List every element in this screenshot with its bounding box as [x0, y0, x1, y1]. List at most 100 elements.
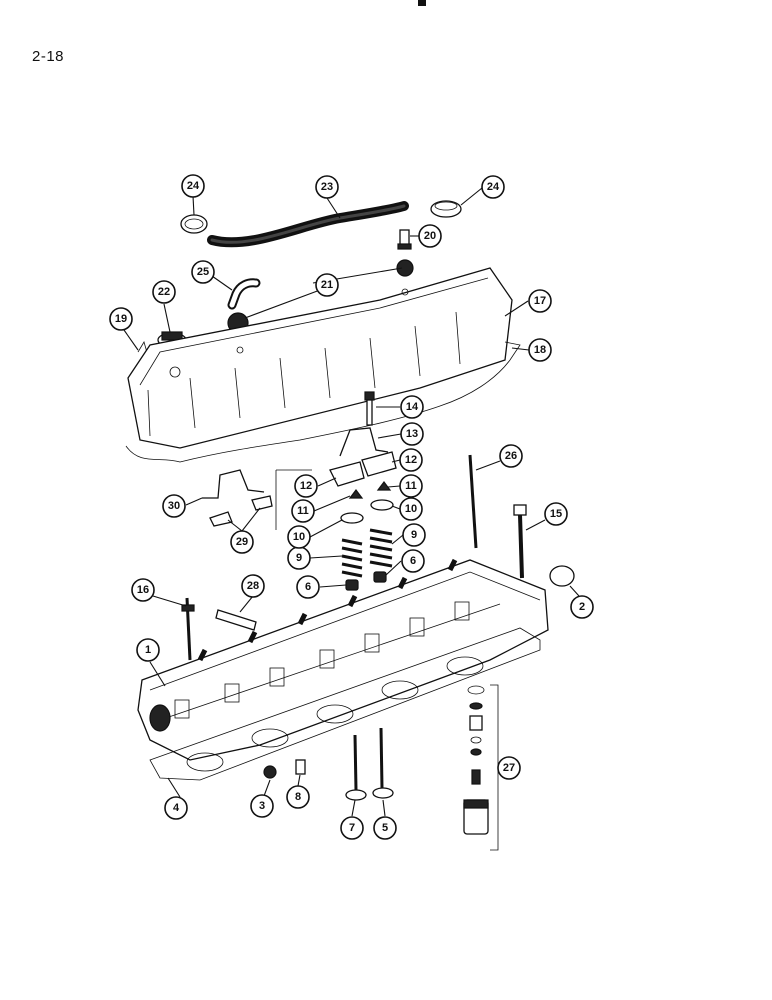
pushrod	[468, 454, 478, 549]
svg-text:20: 20	[424, 230, 436, 242]
callout-27: 27	[497, 756, 521, 780]
elbow-fitting	[227, 278, 261, 310]
svg-text:17: 17	[534, 295, 546, 307]
svg-text:12: 12	[405, 454, 417, 466]
svg-text:2: 2	[579, 601, 585, 613]
callout-23: 23	[315, 175, 339, 199]
svg-text:28: 28	[247, 580, 259, 592]
callout-5: 5	[373, 816, 397, 840]
pcv-fitting	[397, 229, 412, 250]
svg-text:6: 6	[305, 581, 311, 593]
callout-17: 17	[528, 289, 552, 313]
callout-25: 25	[191, 260, 215, 284]
callout-20: 20	[418, 224, 442, 248]
cylinder-head	[137, 558, 549, 761]
callout-13: 13	[400, 422, 424, 446]
valve-seal-a	[345, 579, 359, 591]
svg-text:30: 30	[168, 500, 180, 512]
callout-14: 14	[400, 395, 424, 419]
expansion-plug	[549, 565, 575, 587]
svg-text:25: 25	[197, 266, 209, 278]
svg-text:9: 9	[296, 552, 302, 564]
head-gasket	[149, 627, 541, 781]
callout-6-lower: 6	[296, 575, 320, 599]
svg-text:12: 12	[300, 480, 312, 492]
top-edge-mark	[418, 0, 426, 6]
svg-text:19: 19	[115, 313, 127, 325]
callout-30: 30	[162, 494, 186, 518]
svg-text:3: 3	[259, 800, 265, 812]
svg-text:1: 1	[145, 644, 151, 656]
callout-18: 18	[528, 338, 552, 362]
svg-text:4: 4	[173, 802, 180, 814]
callout-8: 8	[286, 785, 310, 809]
svg-text:5: 5	[382, 822, 388, 834]
svg-text:15: 15	[550, 508, 562, 520]
spring-retainer-b	[370, 499, 394, 511]
hose-clamp-left	[180, 214, 208, 234]
callout-4: 4	[164, 796, 188, 820]
dowel-pin	[263, 765, 277, 779]
rocker-bridge-left	[202, 469, 265, 499]
callout-19: 19	[109, 307, 133, 331]
callout-24-left: 24	[181, 174, 205, 198]
rocker-arm-a	[329, 461, 365, 487]
valve-seal-b	[373, 571, 387, 583]
svg-text:18: 18	[534, 344, 546, 356]
svg-text:14: 14	[406, 401, 419, 413]
callout-22: 22	[152, 280, 176, 304]
valve-keeper-b	[376, 481, 392, 491]
svg-text:24: 24	[187, 180, 200, 192]
svg-text:13: 13	[406, 428, 418, 440]
callout-11-right: 11	[399, 474, 423, 498]
hose-clamp-right	[430, 200, 462, 218]
svg-text:7: 7	[349, 822, 355, 834]
svg-text:11: 11	[297, 505, 309, 517]
manifold-stud	[181, 597, 195, 661]
locating-sleeve	[295, 759, 306, 775]
callout-7: 7	[340, 816, 364, 840]
callout-1: 1	[136, 638, 160, 662]
svg-text:11: 11	[405, 480, 417, 492]
callout-24-right: 24	[481, 175, 505, 199]
callout-10-left: 10	[287, 525, 311, 549]
callout-9-right: 9	[402, 523, 426, 547]
callout-11-left: 11	[291, 499, 315, 523]
valve-cover	[127, 267, 513, 449]
callout-15: 15	[544, 502, 568, 526]
svg-text:21: 21	[321, 279, 333, 291]
callout-6-upper: 6	[401, 549, 425, 573]
temperature-sender	[215, 609, 257, 631]
rocker-bridge	[339, 427, 389, 457]
svg-text:8: 8	[295, 791, 301, 803]
svg-text:27: 27	[503, 762, 515, 774]
callout-26: 26	[499, 444, 523, 468]
callout-3: 3	[250, 794, 274, 818]
rocker-arm-b	[361, 451, 397, 477]
rocker-pivot-b	[251, 495, 273, 511]
spring-retainer-a	[340, 512, 364, 524]
callout-16: 16	[131, 578, 155, 602]
callout-12-left: 12	[294, 474, 318, 498]
callout-10-right: 10	[399, 497, 423, 521]
svg-text:23: 23	[321, 181, 333, 193]
intake-valve	[345, 734, 367, 801]
rocker-pivot-a	[209, 511, 233, 527]
valve-cover-gasket	[125, 341, 521, 463]
svg-text:6: 6	[410, 555, 416, 567]
callout-9-left: 9	[287, 546, 311, 570]
grommet-right	[396, 259, 414, 277]
svg-text:24: 24	[487, 181, 500, 193]
svg-text:10: 10	[293, 531, 305, 543]
leader-lines	[123, 187, 580, 817]
callout-29: 29	[230, 530, 254, 554]
svg-text:9: 9	[411, 529, 417, 541]
rocker-bolt	[364, 391, 375, 426]
exhaust-valve	[372, 727, 394, 799]
callout-12-right: 12	[399, 448, 423, 472]
valve-spring-a	[341, 538, 363, 578]
valve-keeper-a	[348, 489, 364, 499]
svg-text:16: 16	[137, 584, 149, 596]
valve-spring-b	[369, 528, 393, 568]
callout-21: 21	[315, 273, 339, 297]
